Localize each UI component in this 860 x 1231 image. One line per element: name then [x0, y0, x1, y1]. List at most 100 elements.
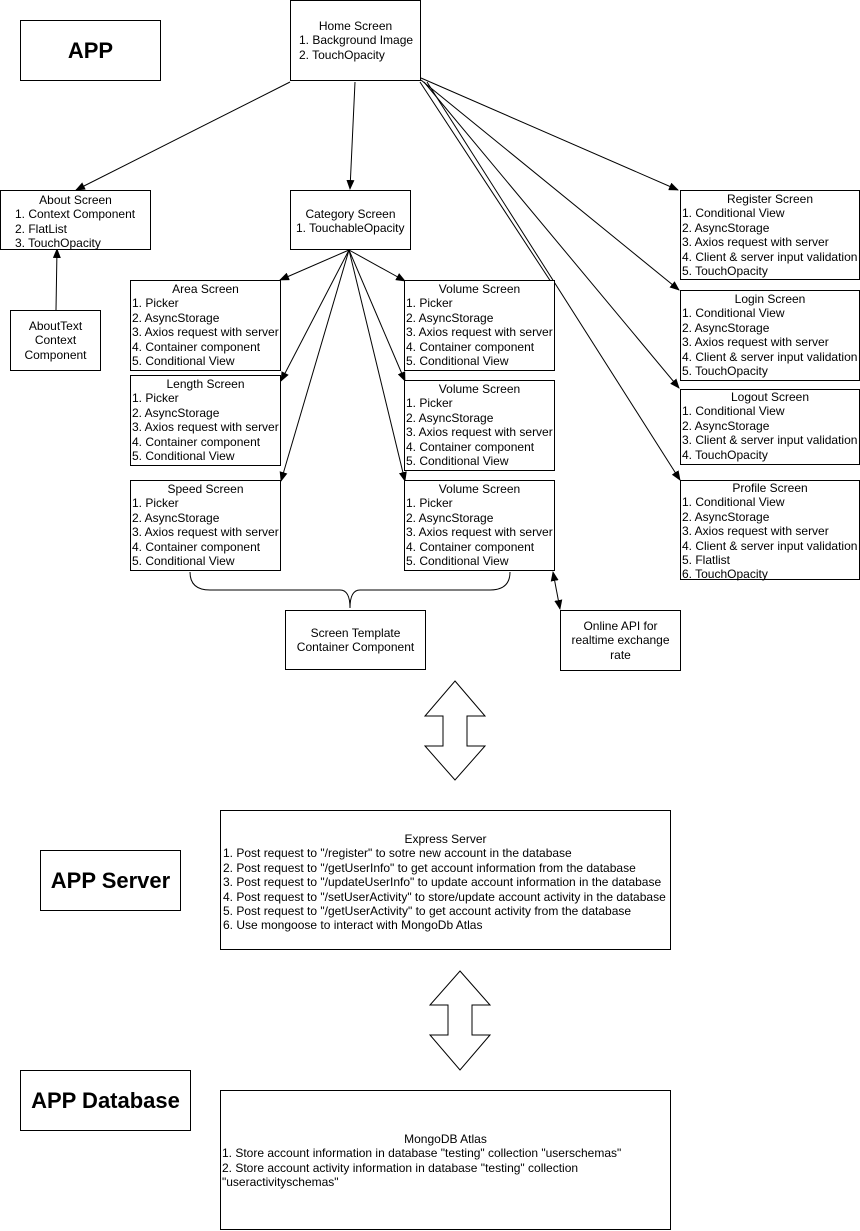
login-item: 2. AsyncStorage [682, 320, 770, 335]
volume-screen-title: Volume Screen [438, 282, 521, 296]
register-screen-box: Register Screen 1. Conditional View 2. A… [680, 190, 860, 280]
speed-item: 4. Container component [132, 539, 261, 554]
area-screen-title: Area Screen [172, 282, 239, 296]
arrow-abouttext-about [52, 248, 61, 311]
area-item: 2. AsyncStorage [132, 310, 220, 325]
register-item: 2. AsyncStorage [682, 220, 770, 235]
area-item: 1. Picker [132, 296, 179, 311]
login-item: 3. Axios request with server [682, 335, 829, 350]
home-screen-title: Home Screen [318, 19, 393, 33]
volume-item: 3. Axios request with server [406, 425, 553, 440]
length-item: 3. Axios request with server [132, 420, 279, 435]
area-screen-box: Area Screen 1. Picker 2. AsyncStorage 3.… [130, 280, 281, 371]
volume-screen-title: Volume Screen [438, 482, 521, 496]
arrow-category-speed [279, 249, 350, 482]
length-screen-box: Length Screen 1. Picker 2. AsyncStorage … [130, 375, 281, 466]
login-screen-box: Login Screen 1. Conditional View 2. Asyn… [680, 290, 860, 381]
speed-screen-title: Speed Screen [167, 482, 244, 496]
about-screen-box: About Screen 1. Context Component 2. Fla… [0, 190, 151, 250]
logout-screen-box: Logout Screen 1. Conditional View 2. Asy… [680, 389, 860, 465]
volume-screen-box: Volume Screen 1. Picker 2. AsyncStorage … [404, 280, 555, 371]
logout-item: 4. TouchOpacity [682, 447, 768, 462]
speed-item: 5. Conditional View [132, 554, 235, 569]
area-item: 5. Conditional View [132, 354, 235, 369]
arrow-home-volume3 [419, 81, 554, 286]
category-item: 1. TouchableOpacity [296, 221, 405, 236]
register-item: 4. Client & server input validation [682, 249, 858, 264]
length-item: 5. Conditional View [132, 449, 235, 464]
arrow-category-volume3 [348, 249, 407, 482]
volume-item: 5. Conditional View [406, 554, 509, 569]
profile-screen-title: Profile Screen [732, 481, 808, 495]
length-item: 2. AsyncStorage [132, 405, 220, 420]
express-item: 6. Use mongoose to interact with MongoDb… [223, 918, 483, 933]
home-item: 1. Background Image [299, 33, 414, 48]
arrow-home-about [75, 81, 291, 191]
logout-item: 3. Client & server input validation [682, 433, 858, 448]
volume-item: 4. Container component [406, 539, 535, 554]
login-item: 1. Conditional View [682, 306, 785, 321]
logout-item: 1. Conditional View [682, 404, 785, 419]
volume-item: 5. Conditional View [406, 454, 509, 469]
mongo-item: 2. Store account activity information in… [222, 1160, 579, 1190]
category-screen-box: Category Screen 1. TouchableOpacity [290, 190, 411, 250]
screen-template-box: Screen Template Container Component [285, 610, 426, 670]
arrow-category-area [279, 249, 350, 281]
volume-item: 4. Container component [406, 339, 535, 354]
login-screen-title: Login Screen [734, 292, 806, 306]
app-database-label: APP Database [20, 1070, 191, 1131]
express-item: 2. Post request to "/getUserInfo" to get… [223, 860, 636, 875]
logout-screen-title: Logout Screen [730, 390, 810, 404]
online-api-box: Online API for realtime exchange rate [560, 610, 681, 671]
category-screen-title: Category Screen [305, 207, 396, 221]
profile-item: 6. TouchOpacity [682, 567, 768, 582]
arrow-category-volume1 [348, 249, 406, 282]
speed-item: 1. Picker [132, 496, 179, 511]
arrow-category-length [280, 249, 350, 382]
arrow-home-login [420, 79, 680, 291]
length-item: 4. Container component [132, 434, 261, 449]
mongodb-atlas-box: MongoDB Atlas 1. Store account informati… [220, 1090, 671, 1230]
login-item: 4. Client & server input validation [682, 349, 858, 364]
login-item: 5. TouchOpacity [682, 364, 768, 379]
register-item: 5. TouchOpacity [682, 264, 768, 279]
profile-screen-box: Profile Screen 1. Conditional View 2. As… [680, 480, 860, 582]
express-item: 3. Post request to "/updateUserInfo" to … [223, 875, 662, 890]
length-item: 1. Picker [132, 391, 179, 406]
mongo-item: 1. Store account information in database… [222, 1146, 622, 1161]
home-item: 2. TouchOpacity [299, 47, 385, 62]
area-item: 3. Axios request with server [132, 325, 279, 340]
volume-item: 5. Conditional View [406, 354, 509, 369]
volume-screen-title: Volume Screen [438, 382, 521, 396]
arrow-home-category [346, 81, 356, 190]
volume-item: 3. Axios request with server [406, 325, 553, 340]
template-brace [189, 571, 511, 609]
register-screen-title: Register Screen [726, 192, 814, 206]
about-item: 1. Context Component [15, 207, 136, 222]
arrow-volume3-api [550, 571, 563, 610]
profile-item: 2. AsyncStorage [682, 509, 770, 524]
about-item: 2. FlatList [15, 221, 68, 236]
speed-item: 3. Axios request with server [132, 525, 279, 540]
mongodb-atlas-title: MongoDB Atlas [404, 1132, 487, 1146]
express-server-box: Express Server 1. Post request to "/regi… [220, 810, 671, 950]
double-arrow-server-database [428, 970, 492, 1071]
app-server-label: APP Server [40, 850, 181, 911]
register-item: 3. Axios request with server [682, 235, 829, 250]
volume-item: 1. Picker [406, 296, 453, 311]
about-item: 3. TouchOpacity [15, 236, 101, 251]
home-screen-box: Home Screen 1. Background Image 2. Touch… [290, 0, 421, 81]
volume-item: 3. Axios request with server [406, 525, 553, 540]
volume-item: 2. AsyncStorage [406, 510, 494, 525]
profile-item: 4. Client & server input validation [682, 538, 858, 553]
app-label: APP [20, 20, 161, 81]
about-screen-title: About Screen [39, 193, 112, 207]
speed-item: 2. AsyncStorage [132, 510, 220, 525]
logout-item: 2. AsyncStorage [682, 418, 770, 433]
volume-item: 2. AsyncStorage [406, 410, 494, 425]
arrow-home-register [420, 77, 679, 191]
length-screen-title: Length Screen [166, 377, 245, 391]
profile-item: 3. Axios request with server [682, 524, 829, 539]
volume-screen-box: Volume Screen 1. Picker 2. AsyncStorage … [404, 380, 555, 471]
